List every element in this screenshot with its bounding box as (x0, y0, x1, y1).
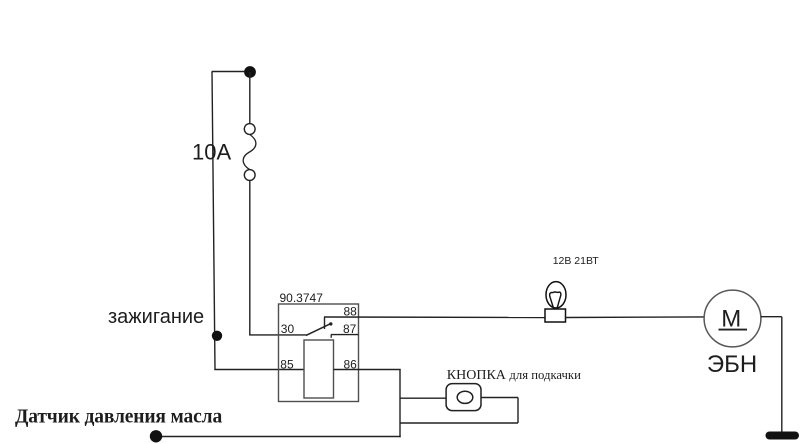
svg-text:90.3747: 90.3747 (280, 291, 324, 305)
svg-text:30: 30 (281, 322, 295, 336)
svg-text:87: 87 (343, 322, 357, 336)
svg-text:Датчик давления масла: Датчик давления масла (15, 407, 222, 428)
svg-text:КНОПКА для подкачки: КНОПКА для подкачки (447, 368, 581, 383)
svg-text:85: 85 (280, 357, 294, 371)
svg-text:М: М (721, 305, 741, 332)
svg-text:зажигание: зажигание (108, 306, 204, 328)
svg-text:12В 21ВТ: 12В 21ВТ (553, 255, 600, 267)
svg-text:86: 86 (344, 357, 358, 371)
svg-text:10A: 10A (192, 140, 231, 165)
svg-text:ЭБН: ЭБН (707, 351, 757, 378)
svg-text:88: 88 (344, 305, 358, 319)
